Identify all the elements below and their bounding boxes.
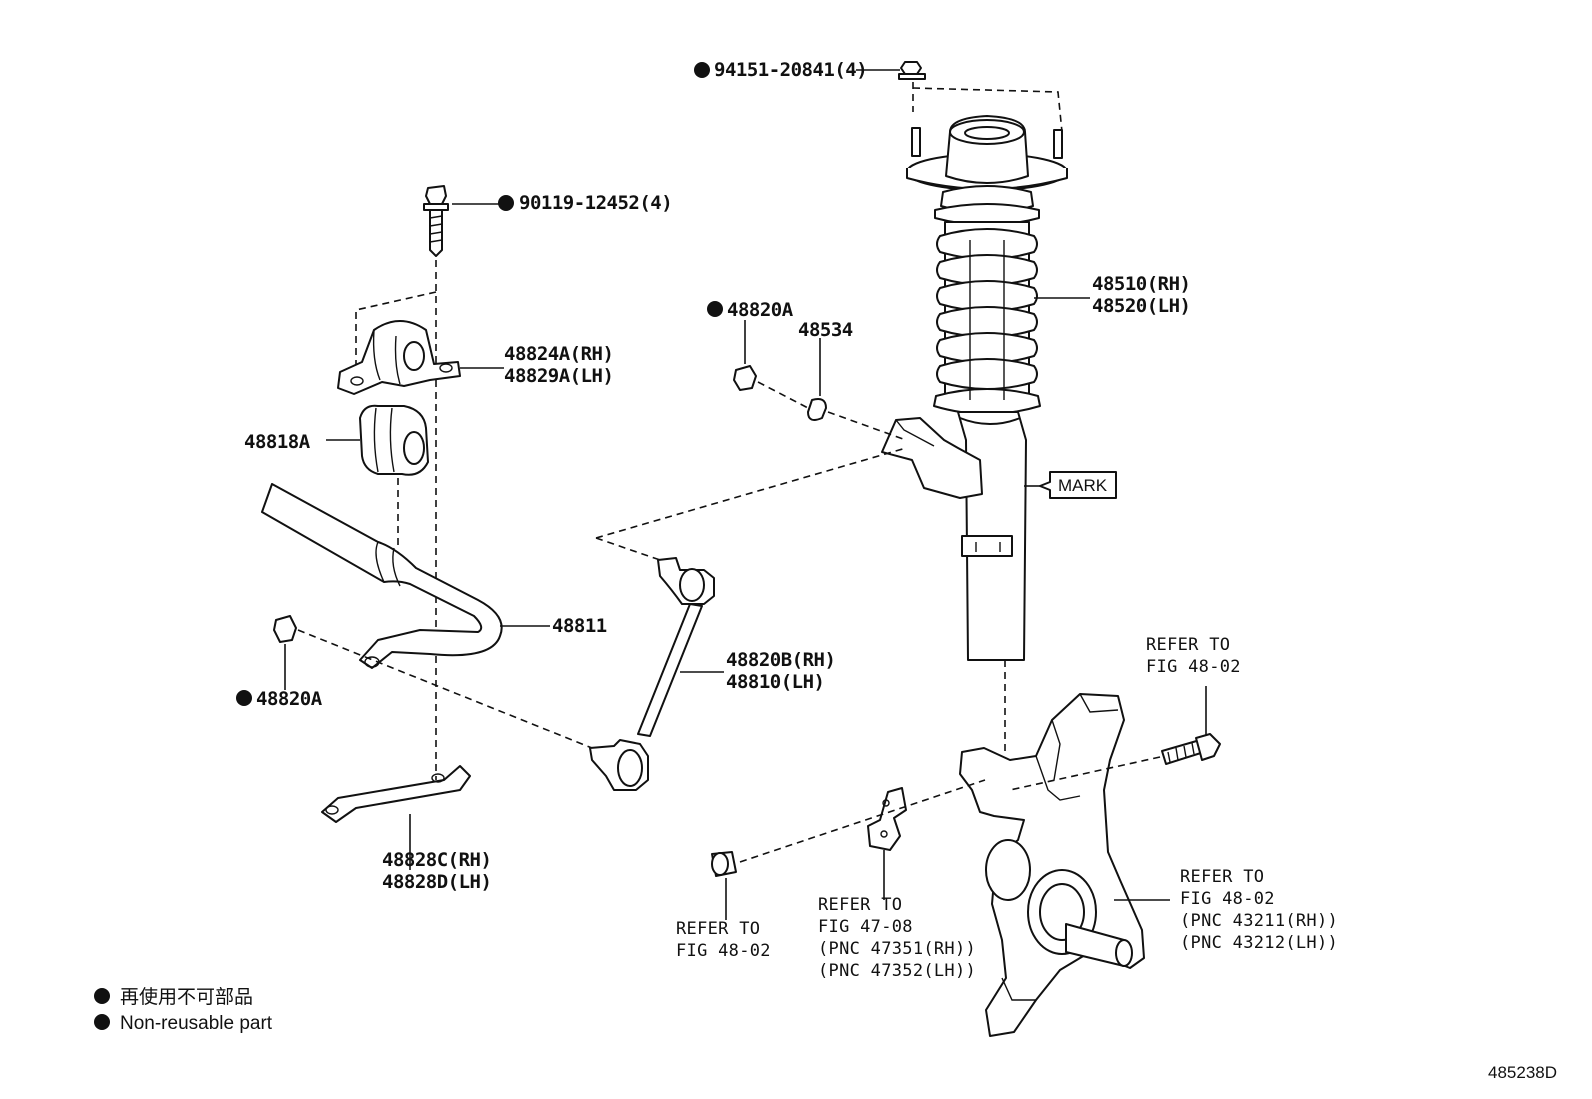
non-reusable-dot-94151 <box>694 62 710 78</box>
figure-id: 485238D <box>1488 1063 1557 1082</box>
ref-knuckle-line3: (PNC 43211(RH)) <box>1180 911 1338 931</box>
ref-shield-line3: (PNC 47351(RH)) <box>818 939 976 959</box>
label-48824a: 48824A(RH) <box>504 343 613 365</box>
label-48828c: 48828C(RH) <box>382 849 491 871</box>
dust-shield-bracket <box>867 787 907 900</box>
stabilizer-bracket <box>337 320 504 395</box>
non-reusable-dot-48820a-bottom <box>236 690 252 706</box>
bracket-bolt <box>423 185 504 257</box>
label-48818a: 48818A <box>244 431 311 453</box>
steering-knuckle <box>959 693 1145 1037</box>
legend: 再使用不可部品 Non-reusable part <box>94 986 273 1034</box>
link-washer <box>807 338 827 421</box>
non-reusable-dot-90119 <box>498 195 514 211</box>
label-48510: 48510(RH) <box>1092 273 1190 295</box>
ref-bolt-line1: REFER TO <box>1146 635 1230 655</box>
label-48829a: 48829A(LH) <box>504 365 613 387</box>
label-94151: 94151-20841(4) <box>714 59 867 81</box>
ref-shield-line4: (PNC 47352(LH)) <box>818 961 976 981</box>
legend-line-en: Non-reusable part <box>120 1013 273 1034</box>
label-48820a-bottom: 48820A <box>256 688 323 710</box>
strut-assembly: MARK <box>881 61 1117 752</box>
label-48520: 48520(LH) <box>1092 295 1190 317</box>
stabilizer-link-nut <box>273 615 593 749</box>
ref-knuckle-line2: FIG 48-02 <box>1180 889 1275 909</box>
coil-spring <box>933 185 1041 415</box>
legend-line-jp: 再使用不可部品 <box>120 986 253 1008</box>
label-48820b: 48820B(RH) <box>726 649 835 671</box>
ref-shield-line1: REFER TO <box>818 895 902 915</box>
ref-knuckle-line1: REFER TO <box>1180 867 1264 887</box>
legend-dot-2 <box>94 1014 110 1030</box>
ref-bolt-line2: FIG 48-02 <box>1146 657 1241 677</box>
ref-knuckle-line4: (PNC 43212(LH)) <box>1180 933 1338 953</box>
stabilizer-link <box>589 537 724 791</box>
ref-shield-line2: FIG 47-08 <box>818 917 913 937</box>
label-48828d: 48828D(LH) <box>382 871 491 893</box>
shock-absorber-body <box>881 411 1027 661</box>
upper-mount <box>906 115 1068 191</box>
stabilizer-bushing <box>326 404 429 476</box>
strut-top-nut <box>898 61 926 80</box>
label-48811: 48811 <box>552 615 607 637</box>
legend-dot-1 <box>94 988 110 1004</box>
knuckle-bolt <box>1009 686 1221 791</box>
label-48810: 48810(LH) <box>726 671 824 693</box>
stabilizer-bar <box>261 483 550 669</box>
label-48820a-top: 48820A <box>727 299 794 321</box>
ref-nut-line2: FIG 48-02 <box>676 941 771 961</box>
ref-nut-line1: REFER TO <box>676 919 760 939</box>
mark-callout: MARK <box>1024 471 1117 499</box>
label-90119: 90119-12452(4) <box>519 192 672 214</box>
mark-label: MARK <box>1058 476 1108 495</box>
link-upper-nut <box>733 320 757 391</box>
label-48534: 48534 <box>798 319 853 341</box>
lower-bracket-plate <box>321 765 471 870</box>
knuckle-nut <box>711 779 986 920</box>
non-reusable-dot-48820a-top <box>707 301 723 317</box>
